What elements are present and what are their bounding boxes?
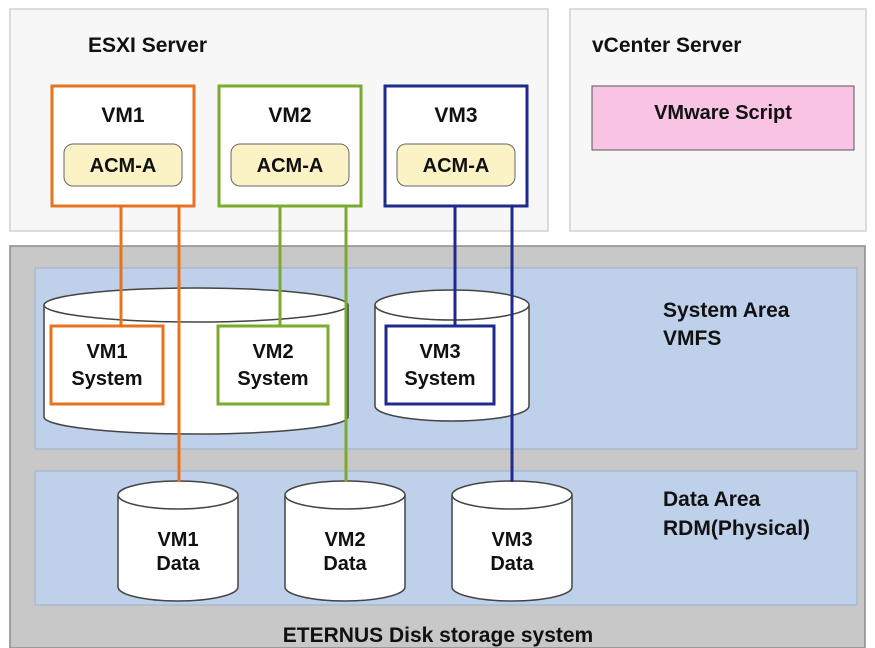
vm3-system-volume — [384, 324, 496, 406]
data-volume-cylinder-vm3 — [451, 480, 573, 602]
data-area-label-line2: RDM(Physical) — [663, 517, 810, 540]
system-area-label-line1: System Area — [663, 299, 790, 322]
vm1-data-volume-line2: Data — [156, 553, 200, 575]
vm1-label: VM1 — [101, 104, 145, 127]
esxi-server-title: ESXI Server — [88, 34, 207, 57]
vm3-data-volume-line2: Data — [490, 553, 534, 575]
vm1-acm-agent — [63, 143, 183, 187]
data-volume-cylinder-vm1 — [117, 480, 239, 602]
vm2-data-volume-line1: VM2 — [324, 529, 365, 551]
vm3-data-volume-line1: VM3 — [491, 529, 532, 551]
data-volume-cylinder-vm2 — [284, 480, 406, 602]
vm3-acm-agent — [396, 143, 516, 187]
vm2-system-volume-line2: System — [237, 368, 308, 390]
vm3-system-volume-line1: VM3 — [419, 341, 460, 363]
vm2-system-volume — [216, 324, 330, 406]
vm3-label: VM3 — [434, 104, 477, 127]
vm2-label: VM2 — [268, 104, 311, 127]
vm2-acm-agent-label: ACM-A — [257, 155, 324, 177]
vm2-data-volume-line2: Data — [323, 553, 367, 575]
vm2-acm-agent — [230, 143, 350, 187]
storage-system-label: ETERNUS Disk storage system — [283, 624, 593, 647]
vm1-system-volume-line2: System — [71, 368, 142, 390]
vm1-system-volume-line1: VM1 — [86, 341, 127, 363]
data-area-label-line1: Data Area — [663, 488, 761, 511]
vm1-data-volume-line1: VM1 — [157, 529, 198, 551]
vm1-acm-agent-label: ACM-A — [90, 155, 157, 177]
system-area-label-line2: VMFS — [663, 327, 721, 350]
vm2-system-volume-line1: VM2 — [252, 341, 293, 363]
vm3-acm-agent-label: ACM-A — [423, 155, 490, 177]
vm3-system-volume-line2: System — [404, 368, 475, 390]
vm1-system-volume — [49, 324, 165, 406]
vcenter-server-title: vCenter Server — [592, 34, 741, 57]
vmware-script-label: VMware Script — [654, 102, 792, 124]
vmware-script-box — [591, 85, 855, 151]
